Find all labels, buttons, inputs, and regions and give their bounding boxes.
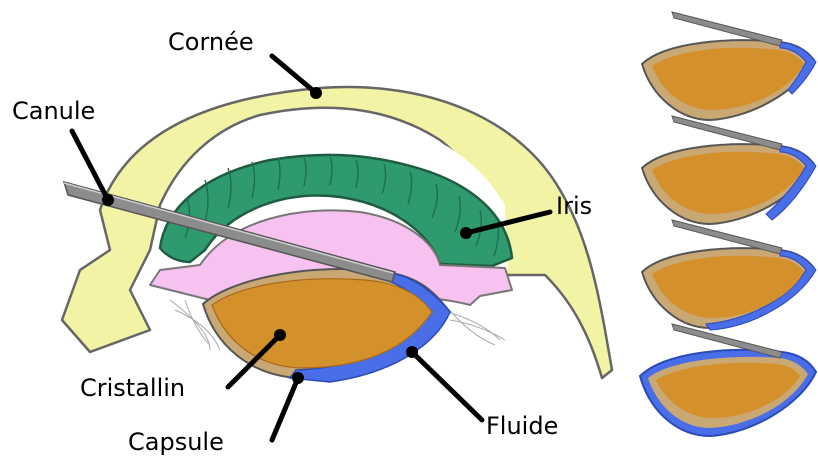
label-iris: Iris <box>556 192 592 220</box>
panel-step-3 <box>642 220 816 330</box>
label-lens: Cristallin <box>80 374 185 402</box>
main-eye-cross-section: Cornée Canule Iris Cristallin Capsule Fl… <box>12 28 612 456</box>
panel-step-4 <box>640 324 816 436</box>
label-fluid: Fluide <box>486 412 558 440</box>
label-cannula: Canule <box>12 97 95 125</box>
label-capsule: Capsule <box>128 428 224 456</box>
panel-step-2 <box>642 116 816 224</box>
panel-step-1 <box>642 12 816 120</box>
label-cornea: Cornée <box>168 28 254 56</box>
sequence-panels <box>640 12 816 436</box>
